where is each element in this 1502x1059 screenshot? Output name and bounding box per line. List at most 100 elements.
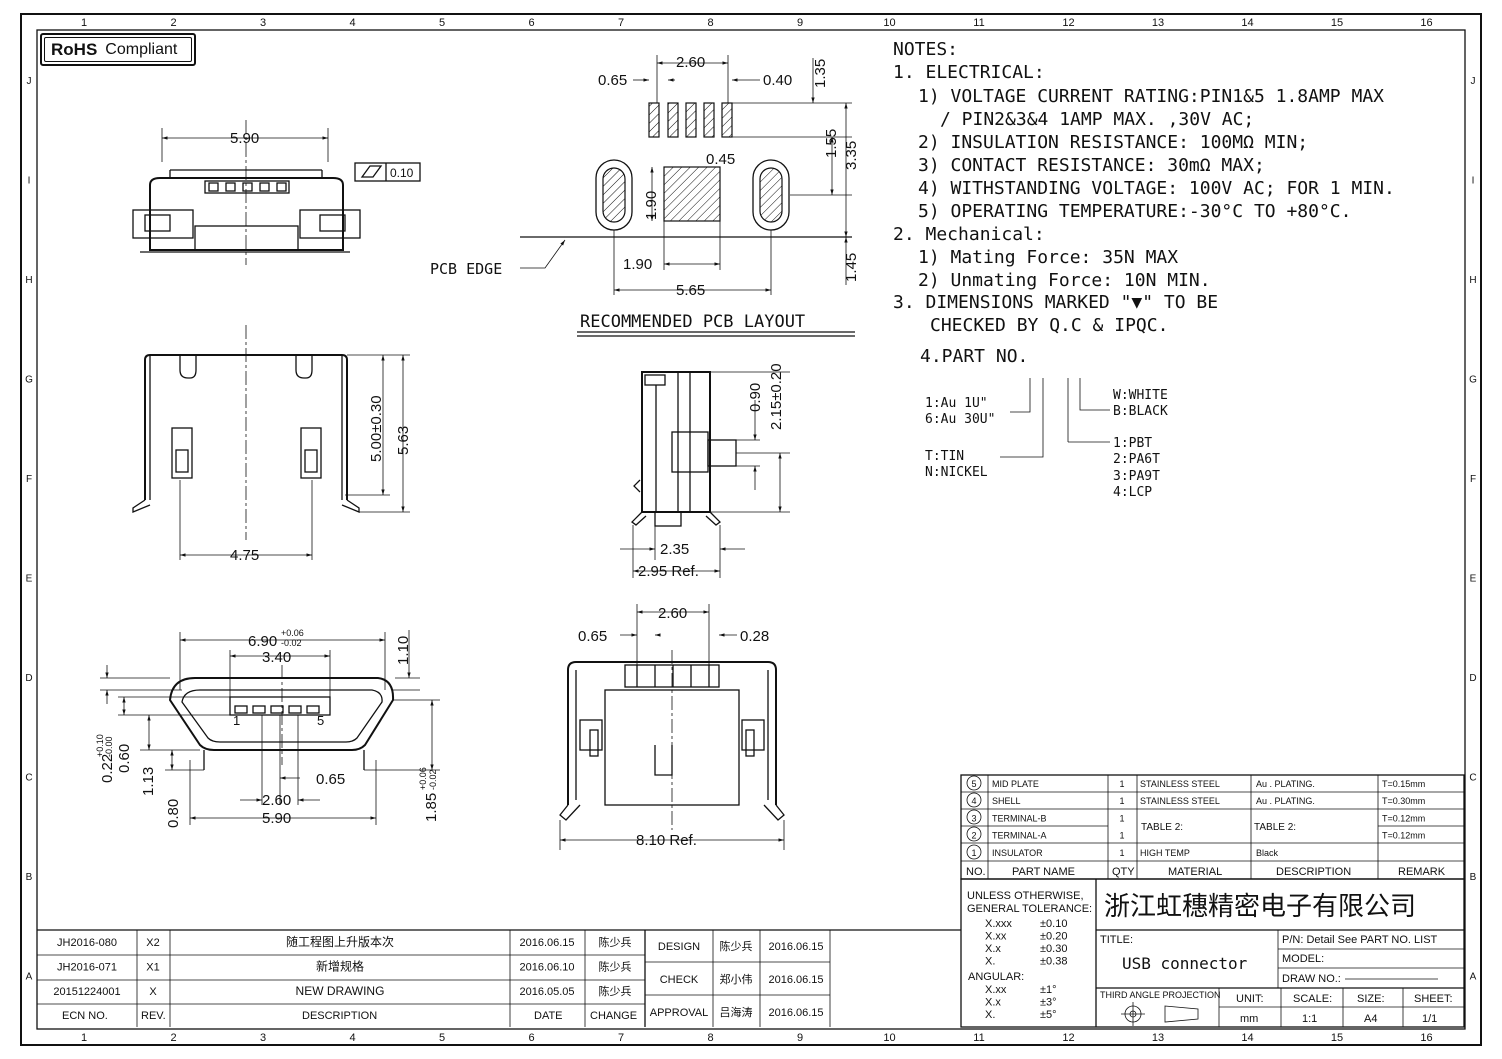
dim-bot-8-10: 8.10 Ref. bbox=[636, 832, 697, 849]
pn-pbt: 1:PBT bbox=[1113, 436, 1152, 451]
note-2-1: 1) Mating Force: 35N MAX bbox=[918, 247, 1178, 268]
dim-front-5-63: 5.63 bbox=[395, 426, 412, 455]
rev-date: 2016.05.05 bbox=[519, 986, 574, 998]
zone-row-right: C bbox=[1469, 773, 1476, 784]
bom-table2-material: TABLE 2: bbox=[1141, 822, 1183, 833]
approval-date: 2016.06.15 bbox=[768, 1007, 823, 1019]
part-number: P/N: Detail See PART NO. LIST bbox=[1282, 934, 1438, 946]
dim-side-2-15: 2.15±0.20 bbox=[768, 363, 785, 430]
zone-row-left: E bbox=[26, 574, 33, 585]
rev-rev: X bbox=[149, 986, 157, 998]
approval-name: 郑小伟 bbox=[720, 972, 753, 986]
approval-name: 陈少兵 bbox=[720, 939, 753, 953]
tol-angular-class: X. bbox=[985, 1009, 995, 1021]
rev-date: 2016.06.10 bbox=[519, 962, 574, 974]
zone-col-bottom: 4 bbox=[349, 1032, 355, 1044]
bom-row-remark: T=0.30mm bbox=[1382, 796, 1425, 806]
dim-pcb-3-35: 3.35 bbox=[843, 141, 860, 170]
size-value: A4 bbox=[1364, 1013, 1377, 1025]
dim-mate-0-80: 0.80 bbox=[165, 799, 182, 828]
dim-top-5-90: 5.90 bbox=[230, 130, 259, 147]
dim-side-2-35: 2.35 bbox=[660, 541, 689, 558]
title-label: TITLE: bbox=[1100, 934, 1133, 946]
pn-au-1: 1:Au 1U" bbox=[925, 396, 988, 411]
rev-header-desc: DESCRIPTION bbox=[302, 1010, 377, 1022]
zone-row-right: A bbox=[1470, 972, 1477, 983]
dim-mate-2-60: 2.60 bbox=[262, 792, 291, 809]
bom-row-remark: T=0.12mm bbox=[1382, 813, 1425, 823]
pn-white: W:WHITE bbox=[1113, 388, 1168, 403]
dim-mate-0-22-tol-plus: +0.10 bbox=[95, 734, 105, 757]
pin1-label: 1 bbox=[233, 713, 240, 728]
tol-value: ±0.38 bbox=[1040, 956, 1067, 968]
bom-row-qty: 1 bbox=[1119, 848, 1124, 858]
zone-col-bottom: 7 bbox=[618, 1032, 624, 1044]
rev-desc: 新增规格 bbox=[316, 959, 364, 974]
sheet-frame bbox=[20, 13, 1482, 1046]
flatness-value: 0.10 bbox=[390, 166, 414, 180]
zone-col-bottom: 5 bbox=[439, 1032, 445, 1044]
pn-au-2: 6:Au 30U" bbox=[925, 412, 995, 427]
zone-col-top: 14 bbox=[1241, 17, 1253, 29]
dim-mate-3-40: 3.40 bbox=[262, 649, 291, 666]
rev-by: 陈少兵 bbox=[599, 960, 632, 974]
tol-angular-class: X.x bbox=[985, 997, 1001, 1009]
bom-header-material: MATERIAL bbox=[1168, 866, 1222, 878]
zone-col-bottom: 1 bbox=[81, 1032, 87, 1044]
dim-mate-1-85-tol-minus: -0.02 bbox=[428, 769, 438, 790]
model-label: MODEL: bbox=[1282, 953, 1324, 965]
pin5-label: 5 bbox=[317, 713, 324, 728]
dim-mate-1-13: 1.13 bbox=[140, 767, 157, 796]
zone-row-left: J bbox=[27, 76, 32, 87]
bom-header-desc: DESCRIPTION bbox=[1276, 866, 1351, 878]
bom-row-qty: 1 bbox=[1119, 831, 1124, 841]
note-3b: CHECKED BY Q.C & IPQC. bbox=[930, 315, 1168, 336]
zone-col-top: 15 bbox=[1331, 17, 1343, 29]
zone-col-top: 16 bbox=[1420, 17, 1432, 29]
mating-face-view: 1 5 6.90 +0.06 -0.02 3.40 1.10 0.22 +0.1… bbox=[95, 628, 440, 828]
zone-col-bottom: 11 bbox=[973, 1032, 984, 1044]
dim-bot-0-65: 0.65 bbox=[578, 628, 607, 645]
note-4: 4.PART NO. bbox=[920, 346, 1028, 367]
pn-tin: T:TIN bbox=[925, 449, 964, 464]
pcb-edge-label: PCB EDGE bbox=[430, 260, 502, 278]
sheet-value: 1/1 bbox=[1422, 1013, 1437, 1025]
zone-row-right: F bbox=[1470, 474, 1476, 485]
bom-row-no: 5 bbox=[971, 779, 976, 789]
dim-pcb-1-90-h: 1.90 bbox=[623, 256, 652, 273]
front-view: 5.00±0.30 5.63 4.75 bbox=[132, 325, 412, 564]
zone-col-top: 6 bbox=[528, 17, 534, 29]
zone-row-left: G bbox=[25, 375, 33, 386]
zone-col-bottom: 9 bbox=[797, 1032, 803, 1044]
zone-row-left: D bbox=[25, 673, 32, 684]
dim-front-4-75: 4.75 bbox=[230, 547, 259, 564]
bom-row-remark: T=0.15mm bbox=[1382, 779, 1425, 789]
approval-role: DESIGN bbox=[658, 941, 700, 953]
note-1-4: 4) WITHSTANDING VOLTAGE: 100V AC; FOR 1 … bbox=[918, 178, 1395, 199]
zone-row-left: F bbox=[26, 474, 32, 485]
bom-row-name: TERMINAL-B bbox=[992, 813, 1047, 823]
scale-label: SCALE: bbox=[1293, 993, 1332, 1005]
rev-by: 陈少兵 bbox=[599, 984, 632, 998]
zone-col-bottom: 10 bbox=[883, 1032, 895, 1044]
approval-date: 2016.06.15 bbox=[768, 974, 823, 986]
bottom-view: 2.60 0.65 0.28 8.10 Ref. bbox=[559, 604, 785, 850]
bom-row-desc: Au . PLATING. bbox=[1256, 796, 1315, 806]
approval-role: CHECK bbox=[660, 974, 699, 986]
zone-col-top: 13 bbox=[1152, 17, 1164, 29]
tol-value: ±0.20 bbox=[1040, 931, 1067, 943]
rohs-badge: RoHS Compliant bbox=[40, 33, 196, 66]
bom-row-desc: Black bbox=[1256, 848, 1279, 858]
zone-col-bottom: 2 bbox=[170, 1032, 176, 1044]
dim-mate-6-90-tol-plus: +0.06 bbox=[281, 628, 304, 638]
rev-date: 2016.06.15 bbox=[519, 937, 574, 949]
zone-row-right: B bbox=[1470, 872, 1477, 883]
bom-row-remark: T=0.12mm bbox=[1382, 831, 1425, 841]
pn-pa6t: 2:PA6T bbox=[1113, 452, 1160, 467]
dim-pcb-1-35: 1.35 bbox=[812, 59, 829, 88]
dim-side-0-90: 0.90 bbox=[747, 383, 764, 412]
zone-col-top: 2 bbox=[170, 17, 176, 29]
zone-col-bottom: 14 bbox=[1241, 1032, 1253, 1044]
